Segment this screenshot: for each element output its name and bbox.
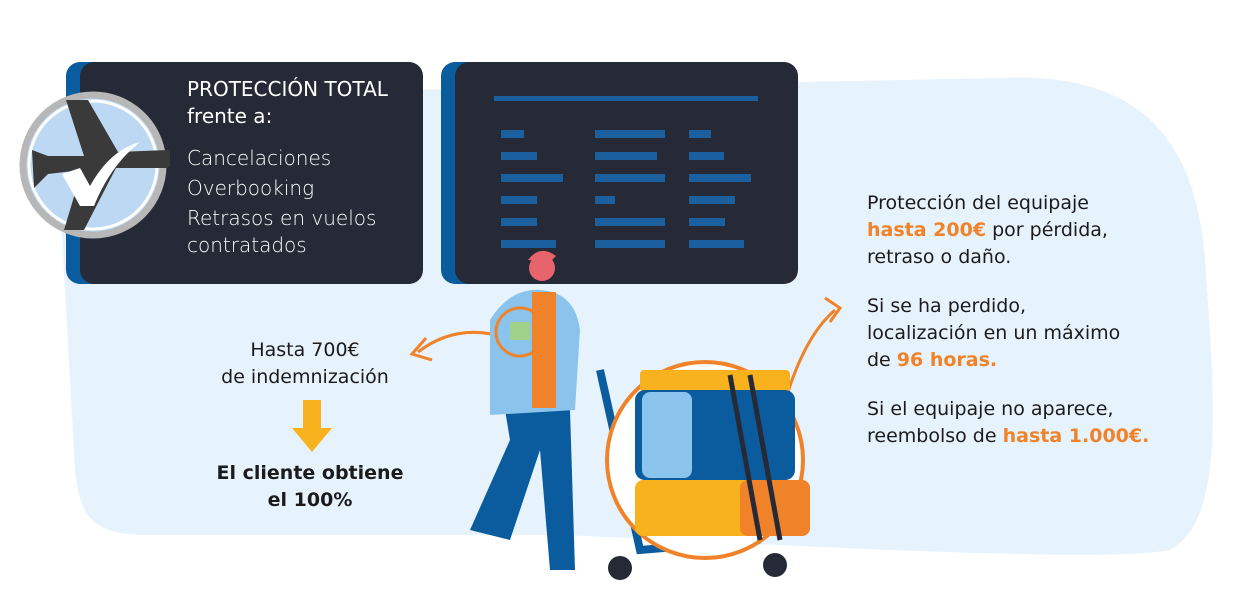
board-row-bar (689, 218, 725, 226)
protection-title: PROTECCIÓN TOTAL (187, 77, 388, 101)
board-row-bar (501, 174, 563, 182)
board-row-bar (501, 240, 556, 248)
traveler-illustration (409, 250, 843, 580)
lost-pre: de (867, 349, 897, 371)
refund-pre: reembolso de (867, 425, 1003, 447)
board-row-bar (595, 152, 657, 160)
protection-item-cancelaciones: Cancelaciones (187, 146, 332, 170)
protection-subtitle: frente a: (187, 104, 273, 128)
board-row-bar (595, 218, 665, 226)
board-row-bar (501, 196, 537, 204)
protection-item-overbooking: Overbooking (187, 176, 315, 200)
board-row-bar (595, 174, 665, 182)
board-row-bar (689, 240, 744, 248)
result-line2: el 100% (267, 489, 353, 511)
board-row-bar (501, 218, 537, 226)
board-row-bar (689, 152, 724, 160)
arrow-down-icon (292, 400, 332, 452)
refund-line1: Si el equipaje no aparece, (867, 398, 1114, 420)
board-row-bar (689, 130, 711, 138)
board-row-bar (595, 196, 615, 204)
protection-item-retrasos: Retrasos en vuelos (187, 206, 377, 230)
board-row-bar (689, 196, 735, 204)
board-row-bar (501, 130, 524, 138)
luggage-limit: hasta 200€ (867, 219, 987, 241)
luggage-limit-desc2: retraso o daño. (867, 246, 1012, 268)
protection-item-contratados: contratados (187, 233, 307, 257)
lost-line1: Si se ha perdido, (867, 295, 1027, 317)
board-row-bar (501, 152, 537, 160)
compensation-label: de indemnización (221, 366, 389, 388)
lost-line2: localización en un máximo (867, 322, 1121, 344)
departures-board (455, 62, 798, 284)
luggage-title: Protección del equipaje (867, 192, 1089, 214)
luggage-limit-desc: por pérdida, (986, 219, 1108, 241)
result-line1: El cliente obtiene (216, 462, 404, 484)
board-row-bar (595, 130, 665, 138)
lost-hours: 96 horas. (896, 349, 998, 371)
board-header-bar (494, 96, 758, 101)
board-row-bar (595, 240, 665, 248)
plane-check-icon (19, 91, 170, 239)
refund-amount: hasta 1.000€. (1002, 425, 1150, 447)
board-row-bar (689, 174, 751, 182)
compensation-amount: Hasta 700€ (250, 339, 360, 361)
